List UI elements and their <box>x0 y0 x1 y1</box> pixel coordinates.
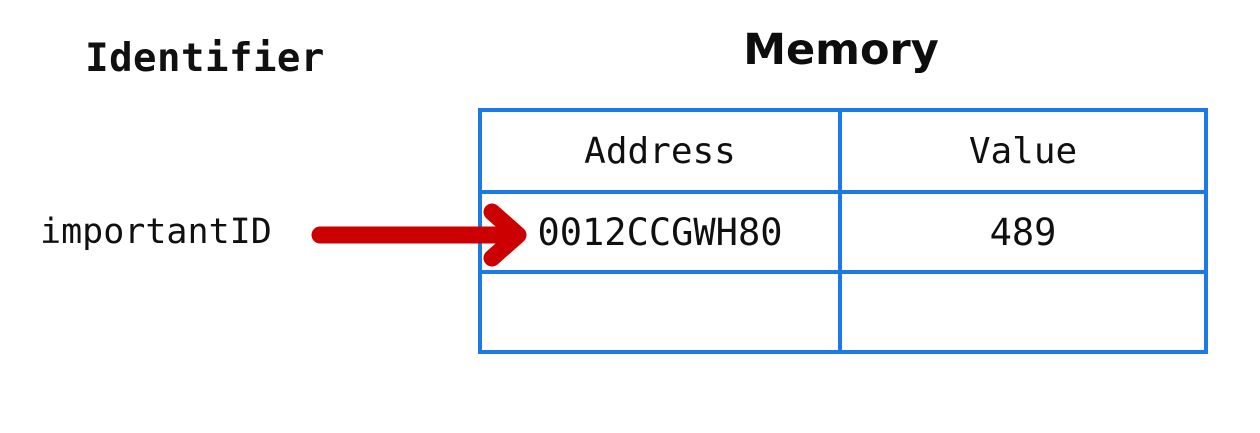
cell-value-1 <box>838 270 1208 354</box>
cell-address-0: 0012CCGWH80 <box>478 190 842 274</box>
cell-address-1 <box>478 270 842 354</box>
column-header-address: Address <box>478 108 842 194</box>
identifier-column-title: Identifier <box>85 36 325 81</box>
table-row <box>478 270 1208 354</box>
memory-table: Address Value 0012CCGWH80 489 <box>478 108 1208 354</box>
memory-table-title: Memory <box>743 25 939 75</box>
column-header-value: Value <box>838 108 1208 194</box>
cell-value-0: 489 <box>838 190 1208 274</box>
table-row: 0012CCGWH80 489 <box>478 190 1208 274</box>
table-header-row: Address Value <box>478 108 1208 194</box>
variable-label-importantid: importantID <box>40 212 272 252</box>
